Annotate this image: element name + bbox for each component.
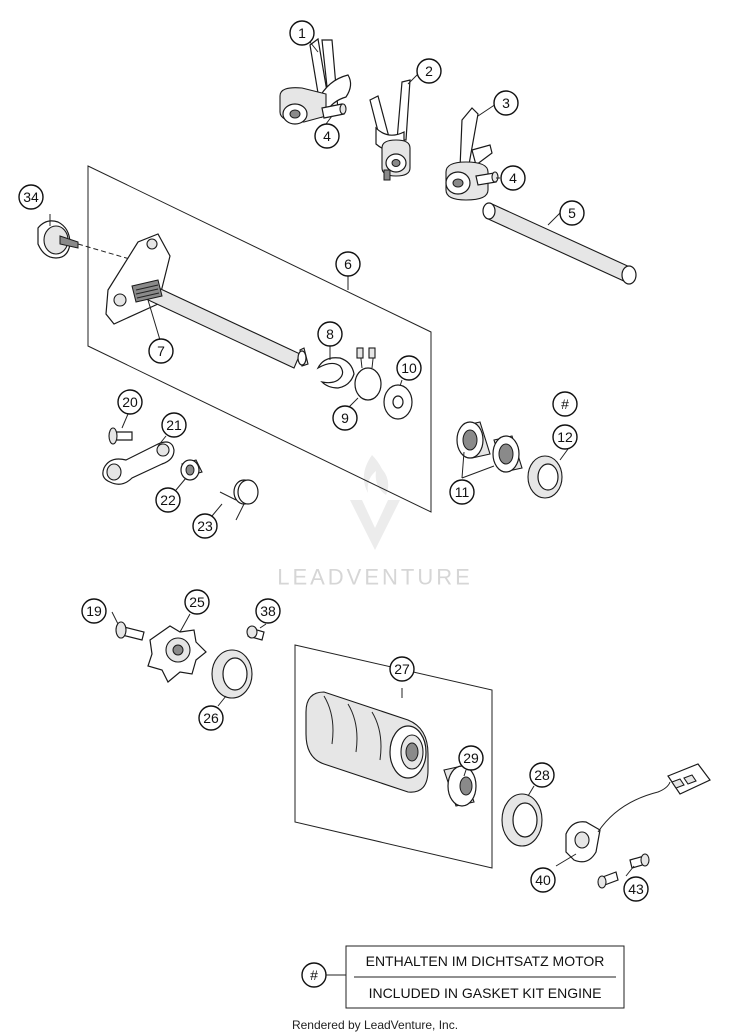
callout-38-text: 38 xyxy=(260,603,276,619)
legend-line2: INCLUDED IN GASKET KIT ENGINE xyxy=(369,985,602,1001)
panel-shift-shaft xyxy=(87,165,432,513)
bolt-19 xyxy=(115,621,145,641)
callout-11-text: 11 xyxy=(455,484,470,500)
callout-4a: 4 xyxy=(314,123,340,149)
callout-3-text: 3 xyxy=(502,95,510,111)
shift-drum-27 xyxy=(305,691,429,793)
callout-27: 27 xyxy=(389,656,415,682)
legend-symbol: # xyxy=(301,962,327,988)
callout-20: 20 xyxy=(117,389,143,415)
footer-credit: Rendered by LeadVenture, Inc. xyxy=(292,1018,458,1032)
callout-40: 40 xyxy=(530,867,556,893)
callout-26: 26 xyxy=(198,705,224,731)
callout-38: 38 xyxy=(255,598,281,624)
legend-line1: ENTHALTEN IM DICHTSATZ MOTOR xyxy=(366,953,605,969)
shift-fork-2 xyxy=(369,79,411,181)
callout-12-hash: # xyxy=(552,391,578,417)
callout-27-text: 27 xyxy=(394,661,410,677)
shift-lever-21 xyxy=(102,441,175,485)
seal-12 xyxy=(527,455,563,499)
callout-43: 43 xyxy=(623,876,649,902)
callout-3: 3 xyxy=(493,90,519,116)
callout-10: 10 xyxy=(396,355,422,381)
callout-20-text: 20 xyxy=(122,394,138,410)
fork-shaft-5 xyxy=(482,202,637,285)
watermark: LEADVENTURE xyxy=(277,455,473,590)
needle-bearings-11 xyxy=(456,421,523,473)
callout-12: 12 xyxy=(552,424,578,450)
bearing-29 xyxy=(443,765,477,807)
callout-11: 11 xyxy=(449,479,475,505)
pin-4a xyxy=(321,103,347,119)
shift-star-25 xyxy=(147,625,207,683)
shift-fork-1 xyxy=(279,37,352,125)
callout-12-hash-text: # xyxy=(561,396,569,412)
callout-29-text: 29 xyxy=(463,750,479,766)
watermark-text: LEADVENTURE xyxy=(277,565,473,590)
callout-5-text: 5 xyxy=(568,205,576,221)
callout-40-text: 40 xyxy=(535,872,551,888)
washer-10 xyxy=(383,384,413,420)
callout-25-text: 25 xyxy=(189,594,205,610)
callout-28: 28 xyxy=(529,762,555,788)
screw-43 xyxy=(629,853,650,869)
callout-9: 9 xyxy=(332,405,358,431)
callout-6-text: 6 xyxy=(344,256,352,272)
callout-12-text: 12 xyxy=(557,429,573,445)
callout-21-text: 21 xyxy=(166,417,182,433)
seal-28 xyxy=(501,793,543,847)
callout-9-text: 9 xyxy=(341,410,349,426)
spring-9 xyxy=(354,347,382,401)
callout-19-text: 19 xyxy=(86,603,102,619)
spring-23 xyxy=(219,479,259,521)
callout-43-text: 43 xyxy=(628,881,644,897)
callout-4b: 4 xyxy=(500,165,526,191)
callout-7: 7 xyxy=(148,338,174,364)
return-spring-7 xyxy=(131,279,163,303)
callout-19: 19 xyxy=(81,598,107,624)
panel-shift-drum xyxy=(294,644,493,869)
callout-22: 22 xyxy=(155,487,181,513)
callout-7-text: 7 xyxy=(157,343,165,359)
callout-1: 1 xyxy=(289,20,315,46)
screw-38 xyxy=(246,625,265,641)
legend: # ENTHALTEN IM DICHTSATZ MOTOR INCLUDED … xyxy=(301,945,625,1009)
shift-fork-3 xyxy=(445,107,493,201)
callout-8: 8 xyxy=(317,321,343,347)
callout-4a-text: 4 xyxy=(323,128,331,144)
callout-34: 34 xyxy=(18,184,44,210)
callout-8-text: 8 xyxy=(326,326,334,342)
callout-25: 25 xyxy=(184,589,210,615)
callout-2: 2 xyxy=(416,58,442,84)
callout-34-text: 34 xyxy=(23,189,39,205)
callout-29: 29 xyxy=(458,745,484,771)
callout-4b-text: 4 xyxy=(509,170,517,186)
callout-28-text: 28 xyxy=(534,767,550,783)
clip-8 xyxy=(316,357,355,389)
callout-5: 5 xyxy=(559,200,585,226)
callout-23-text: 23 xyxy=(197,518,213,534)
pin-4b xyxy=(475,171,499,186)
gear-sensor-40 xyxy=(565,763,711,889)
callout-2-text: 2 xyxy=(425,63,433,79)
bolt-20 xyxy=(108,427,133,445)
callout-1-text: 1 xyxy=(298,25,306,41)
bushing-22 xyxy=(180,459,203,481)
callout-10-text: 10 xyxy=(401,360,417,376)
legend-symbol-text: # xyxy=(310,967,318,983)
callout-6: 6 xyxy=(335,251,361,277)
callout-23: 23 xyxy=(192,513,218,539)
callout-22-text: 22 xyxy=(160,492,176,508)
shift-knob-34 xyxy=(37,220,141,263)
callout-21: 21 xyxy=(161,412,187,438)
seal-26 xyxy=(211,649,253,699)
callout-26-text: 26 xyxy=(203,710,219,726)
shift-shaft-6 xyxy=(105,233,309,369)
